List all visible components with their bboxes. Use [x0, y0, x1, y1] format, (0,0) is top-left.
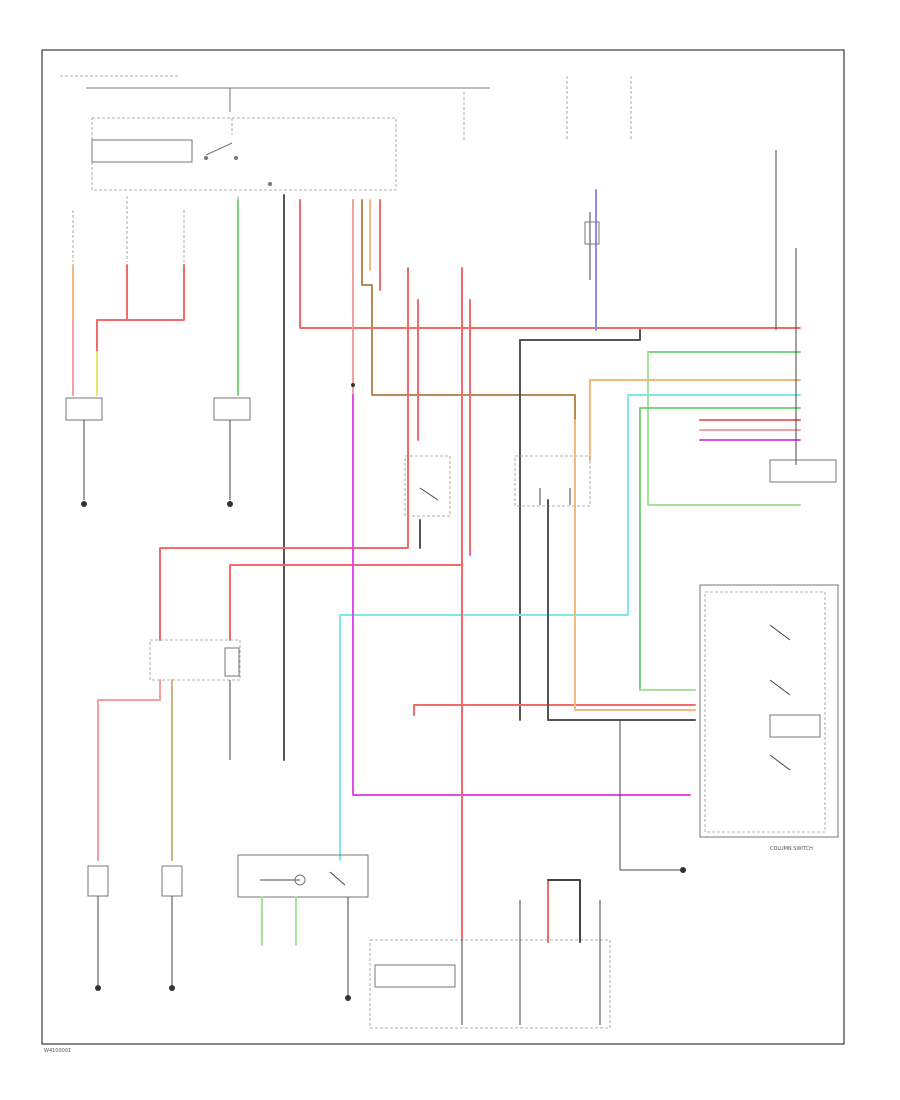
relay-2: [514, 455, 591, 507]
magenta-wires: [352, 394, 696, 941]
right-fog-light: [161, 865, 183, 897]
dimmer-switch-section: [237, 854, 369, 1001]
ground-left-headlight: [81, 501, 87, 507]
under-dash-fuse-box: [91, 117, 397, 191]
ground-right-fog: [169, 985, 175, 991]
ground-column-switch: [680, 867, 686, 873]
blue-wire-junction: [584, 221, 600, 245]
combination-meter-box: [369, 939, 611, 1029]
ground-right-headlight: [227, 501, 233, 507]
relay-1: [404, 455, 451, 517]
fog-light-relay: [149, 639, 241, 681]
right-bundle: [339, 150, 837, 861]
main-wires: [283, 189, 801, 761]
ground-dimmer: [345, 995, 351, 1001]
dimmer-switch-box: [237, 854, 369, 898]
right-headlight: [213, 397, 251, 421]
fog-light-section: [87, 639, 241, 991]
diagram-frame: [41, 49, 845, 1045]
column-switch-section: [619, 584, 839, 873]
footer-code: W4100001: [44, 1048, 71, 1054]
ground-left-fog: [95, 985, 101, 991]
misc-grounds: [351, 212, 600, 387]
bottom-right-caption: COLUMN SWITCH: [770, 846, 813, 852]
lighting-switch-box: [91, 139, 193, 163]
combination-meter-section: [369, 879, 611, 1029]
left-fog-light: [87, 865, 109, 897]
combination-meter-connector: [769, 459, 837, 483]
column-switch-box: [699, 584, 839, 838]
fog-light-unit: [224, 647, 240, 677]
fuse-box-section: [60, 75, 490, 191]
headlight-wires: [65, 199, 251, 507]
relays: [159, 299, 591, 641]
left-headlight: [65, 397, 103, 421]
